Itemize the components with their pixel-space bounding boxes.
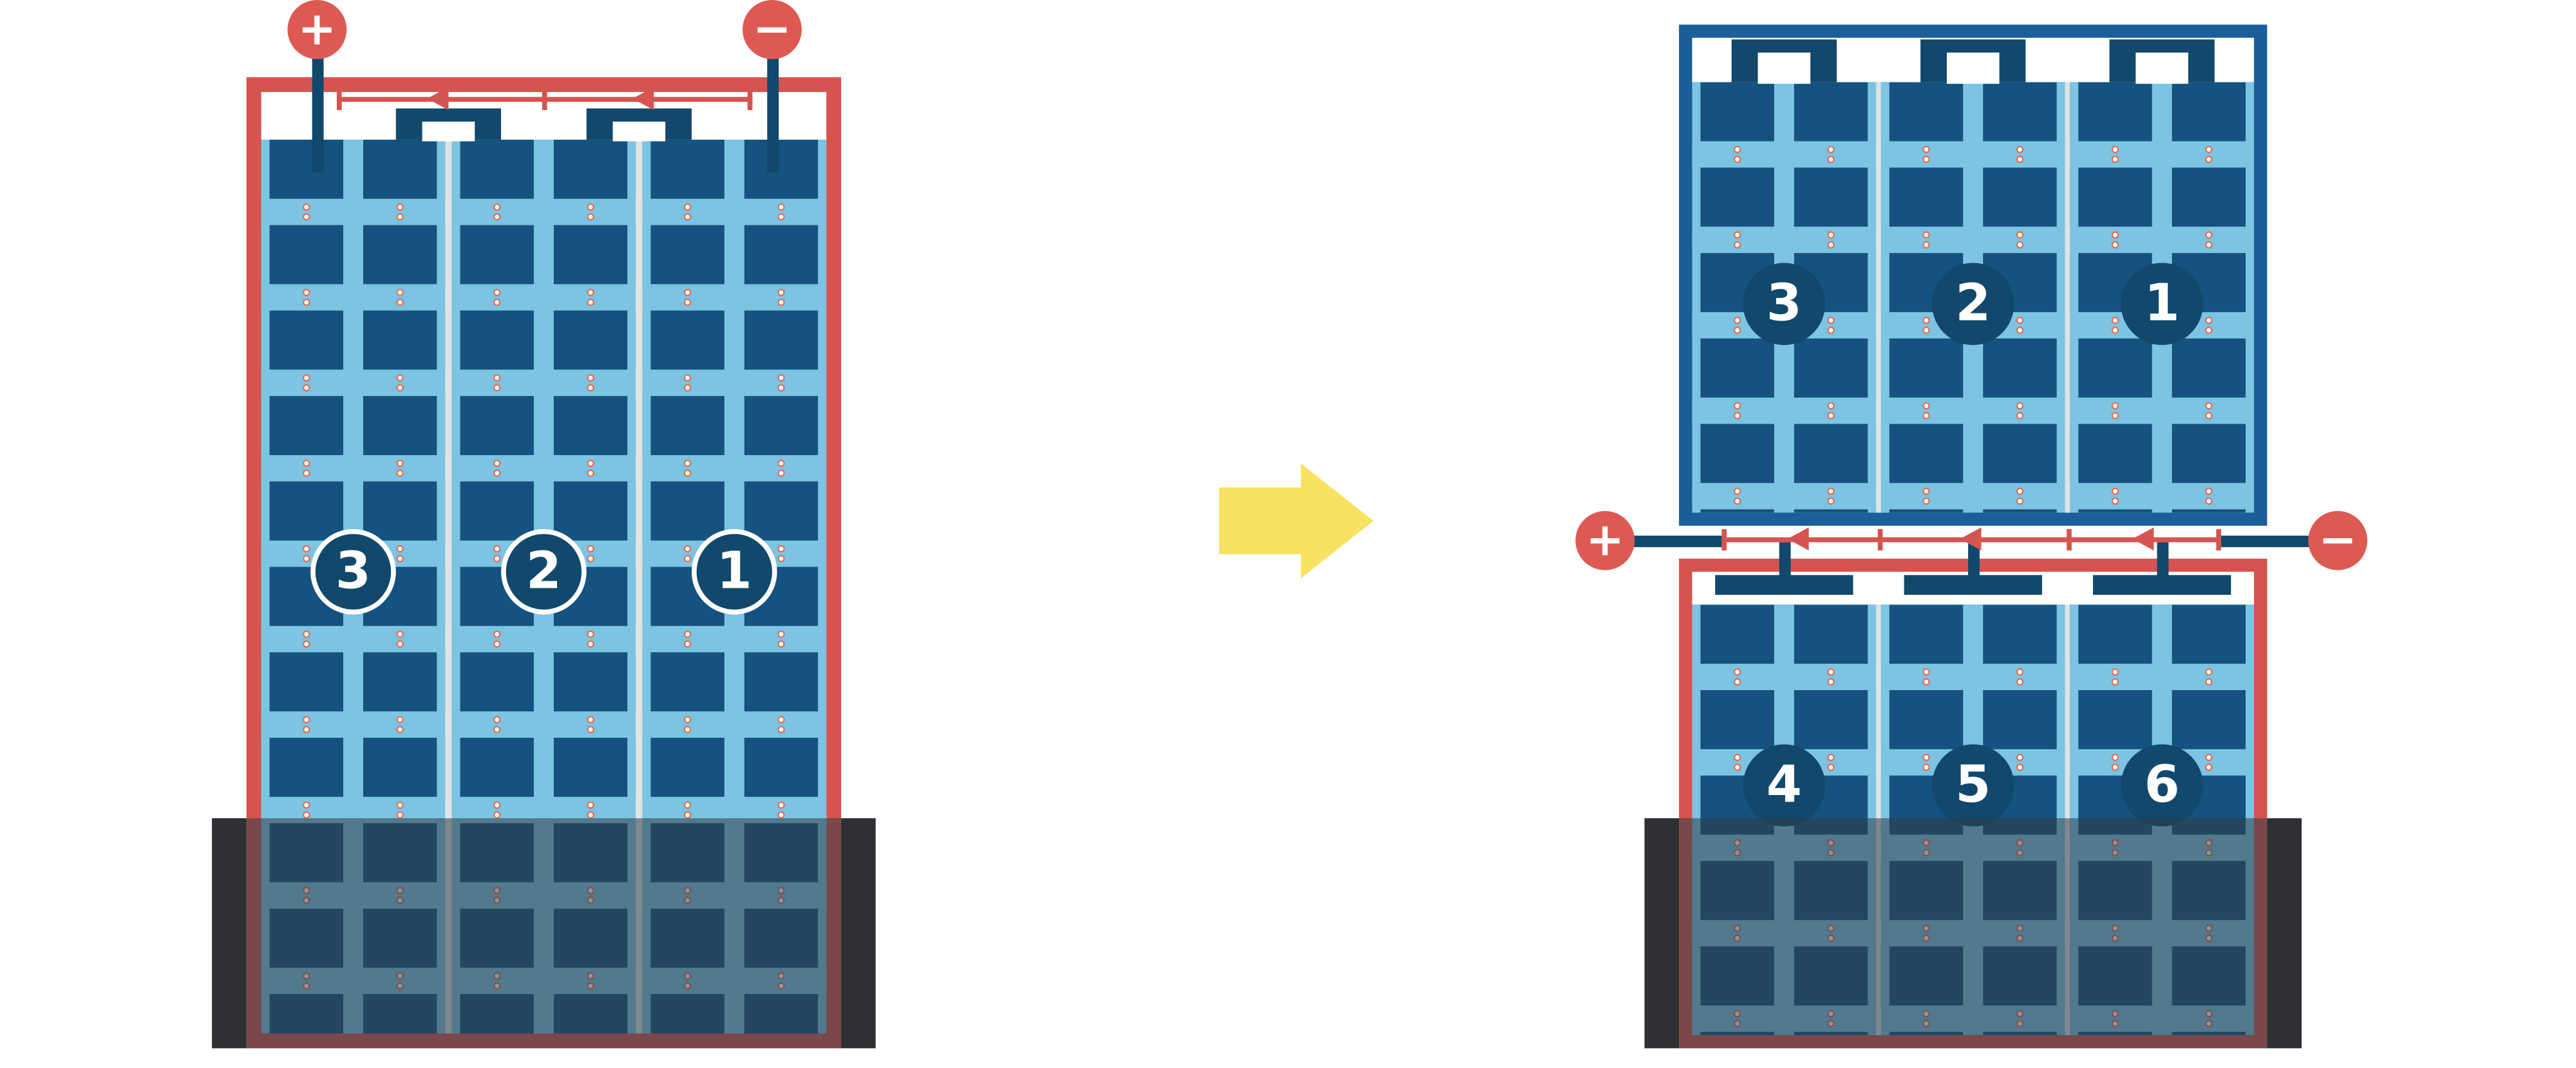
string-connector-icon — [1715, 575, 1853, 595]
flow-arrow-left-icon — [427, 87, 449, 111]
current-flow-line — [1721, 527, 2221, 551]
string-badge-label: 3 — [335, 542, 371, 602]
string-badge: 6 — [2121, 744, 2203, 827]
positive-terminal-lead — [1631, 536, 1722, 547]
string-connector-icon — [395, 108, 502, 142]
string-badge: 3 — [310, 529, 396, 615]
flow-arrow-left-icon — [632, 87, 654, 111]
negative-terminal: − — [743, 0, 802, 59]
string-badge-label: 6 — [2144, 756, 2180, 815]
flow-tick — [2216, 529, 2221, 551]
arrow-right-icon — [1218, 463, 1374, 579]
string-connector-icon — [586, 108, 692, 142]
string-badge: 5 — [1931, 744, 2014, 827]
string-badge-label: 1 — [716, 542, 752, 602]
string-connector-icon — [2092, 575, 2231, 595]
string-connector-icon — [2109, 39, 2215, 84]
string-connector-icon — [1920, 39, 2026, 84]
string-connector-stub — [2157, 542, 2169, 579]
string-badge-label: 2 — [1955, 274, 1991, 334]
flow-arrow-left-icon — [1960, 527, 1982, 551]
string-badge-label: 1 — [2144, 274, 2180, 334]
string-badge: 2 — [1931, 263, 2014, 345]
shade-edge-bar — [2267, 818, 2302, 1049]
string-badge-label: 4 — [1766, 756, 1802, 815]
minus-icon: − — [753, 1, 791, 56]
flow-tick — [747, 88, 753, 111]
shade-edge-bar — [212, 818, 247, 1049]
plus-icon: + — [298, 1, 337, 56]
column-separator — [2065, 82, 2070, 513]
shade-edge-bar — [1644, 818, 1680, 1049]
positive-terminal: + — [287, 0, 347, 59]
string-badge: 4 — [1743, 744, 1826, 827]
string-badge: 3 — [1743, 263, 1826, 345]
string-connector-icon — [1731, 39, 1837, 84]
string-connector-stub — [1779, 542, 1791, 579]
string-badge: 2 — [501, 529, 587, 615]
string-badge-label: 2 — [526, 542, 562, 602]
shade-edge-bar — [841, 818, 876, 1049]
string-connector-stub — [1968, 542, 1980, 579]
negative-terminal-lead — [2221, 536, 2310, 547]
string-badge-label: 5 — [1955, 756, 1991, 815]
flow-tick — [1721, 529, 1727, 551]
negative-terminal-lead — [767, 54, 779, 173]
string-badge: 1 — [2121, 263, 2203, 345]
shade-overlay — [1679, 818, 2268, 1049]
current-flow-line — [336, 87, 753, 111]
string-connector-icon — [1904, 575, 2042, 595]
column-separator — [445, 139, 452, 1034]
flow-tick — [2067, 529, 2072, 551]
plus-icon: + — [1586, 512, 1625, 567]
flow-arrow-left-icon — [1787, 527, 1809, 551]
flow-tick — [336, 88, 342, 111]
negative-terminal: − — [2308, 511, 2367, 570]
flow-tick — [1877, 529, 1883, 551]
flow-tick — [542, 88, 547, 111]
string-badge-label: 3 — [1766, 274, 1802, 334]
positive-terminal: + — [1575, 511, 1635, 570]
right-top-cell-column-1 — [2070, 82, 2254, 513]
column-separator — [636, 139, 643, 1034]
string-badge: 1 — [691, 529, 777, 615]
minus-icon: − — [2318, 512, 2358, 567]
shade-overlay — [246, 818, 842, 1049]
positive-terminal-lead — [312, 54, 324, 173]
flow-arrow-left-icon — [2132, 527, 2154, 551]
column-separator — [1876, 82, 1881, 513]
